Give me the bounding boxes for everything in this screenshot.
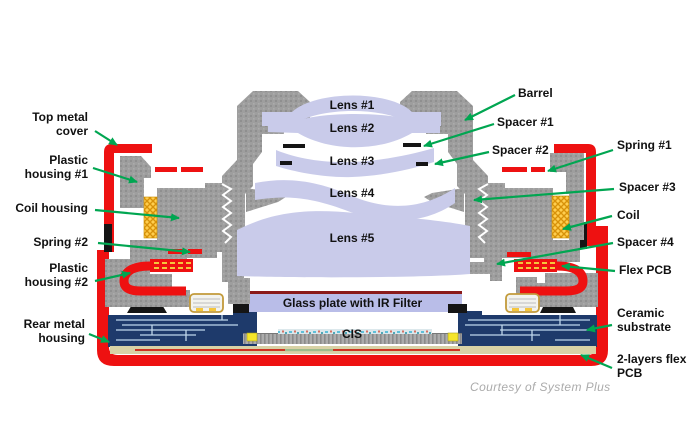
spring-1-shape xyxy=(155,167,545,172)
label-lens-2: Lens #2 xyxy=(329,121,375,135)
two-layers-flex-pcb-shape xyxy=(110,346,596,354)
lens-stack-shape xyxy=(237,95,470,278)
label-spacer-3: Spacer #3 xyxy=(619,180,676,194)
label-2-layers-flex-pcb: 2-layers flex PCB xyxy=(617,352,687,380)
coil-right-shape xyxy=(551,195,570,239)
label-cis: CIS xyxy=(341,327,362,341)
label-lens-3: Lens #3 xyxy=(329,154,375,168)
label-coil-housing: Coil housing xyxy=(15,201,88,215)
cover-black-mark xyxy=(104,224,112,252)
label-rear-metal-housing: Rear metal housing xyxy=(23,317,85,345)
passive-component xyxy=(505,293,540,313)
label-flex-pcb: Flex PCB xyxy=(619,263,672,277)
passive-component xyxy=(189,293,224,313)
label-glass-plate: Glass plate with IR Filter xyxy=(282,296,423,310)
label-lens-1: Lens #1 xyxy=(329,98,375,112)
label-spring-1: Spring #1 xyxy=(617,138,672,152)
flex-pcb-left-shape xyxy=(119,259,193,296)
label-spacer-2: Spacer #2 xyxy=(492,143,549,157)
substrate-traces xyxy=(116,315,590,341)
label-plastic-housing-1: Plastic housing #1 xyxy=(24,153,88,181)
label-lens-5: Lens #5 xyxy=(329,231,375,245)
label-barrel: Barrel xyxy=(518,86,553,100)
label-spring-2: Spring #2 xyxy=(33,235,88,249)
label-spacer-1: Spacer #1 xyxy=(497,115,554,129)
callout-arrows xyxy=(88,94,616,370)
glass-plate-shape xyxy=(233,291,467,313)
credit-text: Courtesy of System Plus xyxy=(470,380,611,394)
label-top-metal-cover: Top metal cover xyxy=(32,110,88,138)
label-plastic-housing-2: Plastic housing #2 xyxy=(24,261,88,289)
cis-shape xyxy=(243,329,462,344)
label-ceramic-substrate: Ceramic substrate xyxy=(617,306,672,334)
coil-left-shape xyxy=(143,196,158,239)
label-spacer-4: Spacer #4 xyxy=(617,235,674,249)
coil-housing-right-shape xyxy=(470,183,584,281)
coil-housing-left-shape xyxy=(130,183,250,304)
label-coil: Coil xyxy=(617,208,640,222)
ceramic-substrate-shape xyxy=(108,311,597,347)
spacer-dashes xyxy=(280,143,428,166)
label-lens-4: Lens #4 xyxy=(329,186,375,200)
plastic-housing-1-right-shape xyxy=(550,153,584,194)
